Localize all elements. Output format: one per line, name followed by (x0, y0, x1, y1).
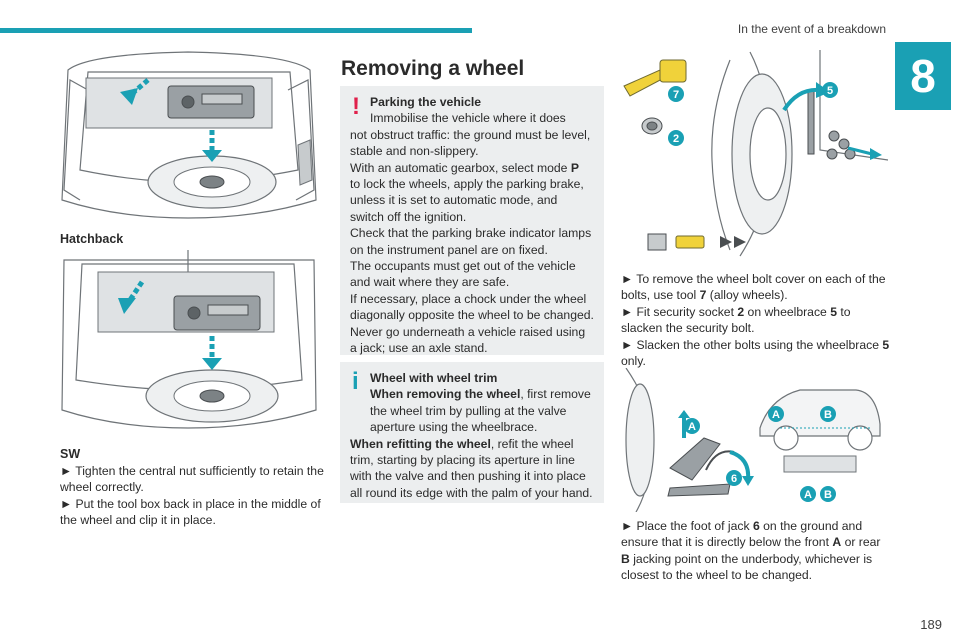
hatchback-boot-illustration (61, 51, 317, 219)
info-icon: i (352, 368, 359, 395)
wheel-bolts-illustration: 7 2 5 (623, 50, 888, 257)
label-6: 6 (731, 473, 737, 485)
info-refit: When refitting the wheel, refit the whee… (350, 436, 593, 500)
left-steps: ► Tighten the central nut sufficiently t… (60, 463, 328, 529)
warning-line-7: Never go underneath a vehicle raised usi… (350, 324, 586, 356)
chapter-number-badge: 8 (895, 42, 951, 110)
step-tighten-nut: ► Tighten the central nut sufficiently t… (60, 464, 324, 495)
step-security-socket: ► Fit security socket 2 on wheelbrace 5 … (621, 304, 851, 336)
info-remove: When removing the wheel, first remove th… (370, 387, 591, 435)
warning-line-4: Check that the parking brake indicator l… (350, 226, 592, 257)
right-steps-2: ► Place the foot of jack 6 on the ground… (621, 518, 891, 584)
label-7: 7 (673, 89, 679, 101)
section-title: In the event of a breakdown (737, 22, 886, 36)
underbody-label-b: B (824, 489, 832, 501)
step-place-jack: ► Place the foot of jack 6 on the ground… (621, 519, 881, 583)
caption-sw: SW (60, 447, 81, 461)
caption-hatchback: Hatchback (60, 232, 124, 246)
warning-note: ! Parking the vehicle Immobilise the veh… (340, 86, 604, 355)
right-steps-1: ► To remove the wheel bolt cover on each… (621, 271, 891, 369)
step-tool-box: ► Put the tool box back in place in the … (60, 496, 321, 528)
warning-title: Parking the vehicle (370, 95, 482, 109)
step-slacken-bolts: ► Slacken the other bolts using the whee… (621, 337, 890, 369)
warning-first-line: Immobilise the vehicle where it does (370, 111, 566, 126)
section-heading: Removing a wheel (341, 57, 525, 80)
car-label-b: B (824, 409, 832, 421)
warning-line-5: The occupants must get out of the vehicl… (350, 259, 576, 290)
page-number: 189 (920, 617, 942, 632)
warning-exclamation-icon: ! (352, 93, 360, 120)
jack-label-a: A (688, 421, 696, 433)
step-bolt-cover: ► To remove the wheel bolt cover on each… (621, 272, 886, 303)
info-note: i Wheel with wheel trim When removing th… (340, 362, 604, 503)
label-5: 5 (827, 85, 833, 97)
warning-line-6: If necessary, place a chock under the wh… (350, 291, 594, 323)
mode-p: P (570, 160, 579, 175)
jack-illustration: A 6 A B A B (625, 368, 881, 512)
car-label-a: A (772, 409, 780, 421)
label-2: 2 (673, 133, 679, 145)
header-accent-bar (0, 28, 472, 33)
warning-line-3: to lock the wheels, apply the parking br… (350, 177, 584, 224)
warning-line-2: With an automatic gearbox, select mode P (350, 160, 579, 175)
warning-line-1: not obstruct traffic: the ground must be… (350, 127, 591, 159)
sw-boot-illustration (61, 250, 317, 429)
info-title: Wheel with wheel trim (370, 371, 498, 385)
underbody-label-a: A (804, 489, 812, 501)
